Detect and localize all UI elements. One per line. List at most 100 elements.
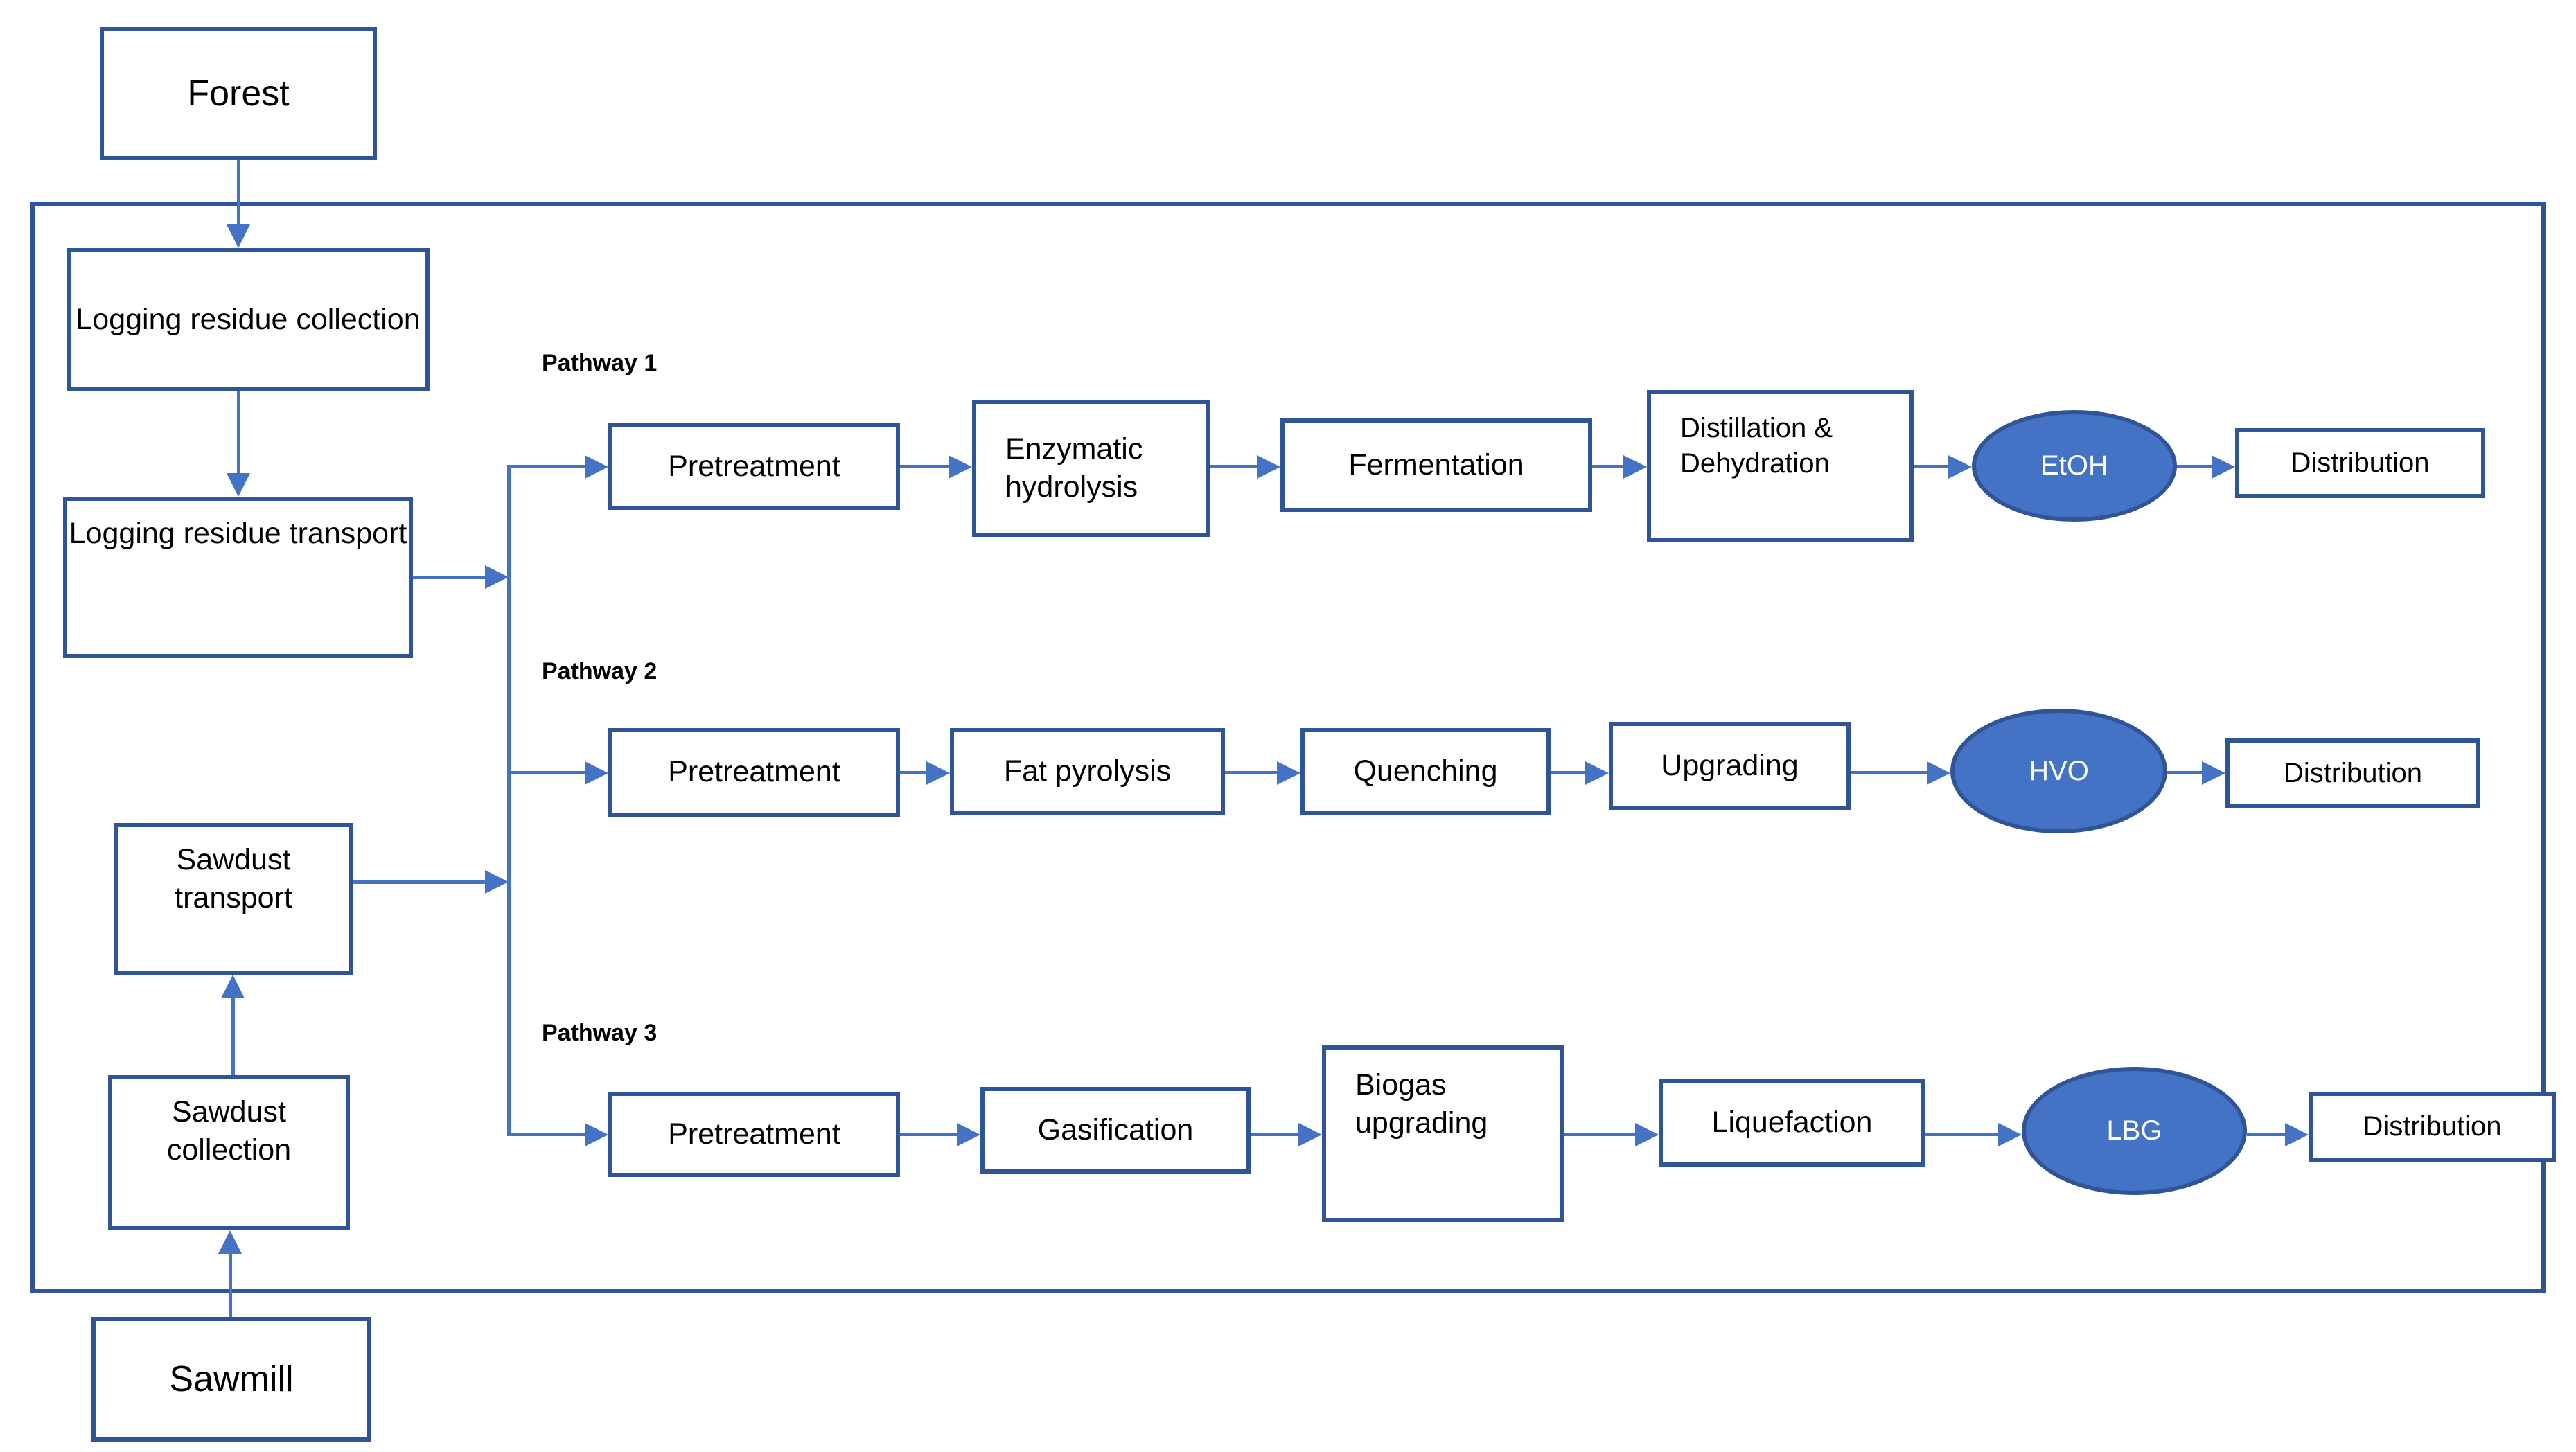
arrow-sawdust-collection-to-transport-line bbox=[231, 998, 235, 1075]
node-p2-pretreatment: Pretreatment bbox=[608, 728, 900, 817]
product-etoh-label: EtOH bbox=[2040, 450, 2108, 481]
node-logging-residue-transport: Logging residue transport bbox=[63, 497, 413, 658]
arrow-p1-4-line bbox=[1914, 465, 1948, 468]
node-sawdust-collection-label: Sawdust collection bbox=[166, 1095, 292, 1167]
arrow-p3-4-line bbox=[1925, 1133, 1998, 1136]
product-hvo-label: HVO bbox=[2029, 755, 2089, 786]
pathway1-label-text: Pathway 1 bbox=[542, 350, 658, 376]
system-boundary-rect bbox=[30, 202, 2546, 1293]
arrow-trunk-to-pathway2-line bbox=[507, 771, 585, 774]
node-p2-fat-pyrolysis-label: Fat pyrolysis bbox=[1003, 754, 1172, 788]
arrow-sawdust-collection-to-transport-head bbox=[221, 975, 245, 998]
node-logging-residue-transport-label: Logging residue transport bbox=[69, 517, 407, 550]
arrow-logging-transport-to-trunk-line bbox=[413, 576, 485, 579]
arrow-p1-2-line bbox=[1210, 465, 1257, 468]
pathway2-label-text: Pathway 2 bbox=[542, 658, 658, 684]
node-p1-distribution: Distribution bbox=[2235, 428, 2485, 498]
arrow-p3-1-head bbox=[957, 1123, 980, 1146]
arrow-p2-4-head bbox=[1927, 761, 1950, 785]
node-forest: Forest bbox=[100, 27, 377, 160]
node-p2-quenching: Quenching bbox=[1300, 728, 1551, 815]
arrow-p3-4-head bbox=[1998, 1123, 2022, 1146]
arrow-p2-4-line bbox=[1851, 771, 1927, 774]
node-p3-pretreatment: Pretreatment bbox=[608, 1092, 900, 1177]
arrow-p1-5-head bbox=[2212, 455, 2235, 479]
pathway2-label: Pathway 2 bbox=[542, 658, 657, 685]
arrow-sawmill-to-sawdust-collection-line bbox=[229, 1254, 232, 1317]
arrow-p2-5-line bbox=[2167, 771, 2202, 774]
node-p3-pretreatment-label: Pretreatment bbox=[668, 1117, 840, 1151]
arrow-p2-1-head bbox=[926, 761, 950, 785]
arrow-p2-5-head bbox=[2202, 761, 2225, 785]
product-hvo-ellipse: HVO bbox=[1950, 709, 2167, 833]
arrow-p1-1-head bbox=[949, 455, 972, 479]
product-etoh-ellipse: EtOH bbox=[1972, 410, 2177, 522]
node-p2-fat-pyrolysis: Fat pyrolysis bbox=[950, 728, 1225, 815]
node-p3-gasification: Gasification bbox=[980, 1087, 1251, 1174]
arrow-p1-2-head bbox=[1257, 455, 1280, 479]
arrow-p1-1-line bbox=[900, 465, 949, 468]
pathway1-label: Pathway 1 bbox=[542, 350, 657, 377]
node-sawmill-label: Sawmill bbox=[169, 1358, 294, 1399]
arrow-p3-1-line bbox=[900, 1133, 957, 1136]
node-p2-upgrading: Upgrading bbox=[1609, 722, 1851, 810]
arrow-logging-transport-to-trunk-head bbox=[485, 565, 509, 589]
arrow-p2-1-line bbox=[900, 771, 926, 774]
arrow-p3-3-line bbox=[1564, 1133, 1635, 1136]
arrow-p2-2-line bbox=[1225, 771, 1277, 774]
arrow-p1-3-line bbox=[1592, 465, 1623, 468]
node-sawdust-transport-label: Sawdust transport bbox=[175, 843, 292, 915]
node-p3-distribution: Distribution bbox=[2309, 1092, 2556, 1162]
arrow-trunk-to-pathway1-line bbox=[507, 465, 585, 468]
node-logging-residue-collection-label: Logging residue collection bbox=[76, 302, 421, 336]
node-p1-fermentation-label: Fermentation bbox=[1348, 448, 1524, 481]
node-p1-distillation-dehydration-label: Distillation & Dehydration bbox=[1680, 413, 1833, 479]
arrow-trunk-to-pathway3-head bbox=[585, 1123, 608, 1146]
arrow-p1-4-head bbox=[1948, 455, 1972, 479]
node-p3-biogas-upgrading: Biogas upgrading bbox=[1322, 1045, 1564, 1222]
node-p3-gasification-label: Gasification bbox=[1037, 1113, 1194, 1146]
node-p2-quenching-label: Quenching bbox=[1353, 754, 1498, 788]
node-p1-pretreatment-label: Pretreatment bbox=[668, 449, 840, 483]
trunk-branch-line bbox=[507, 465, 511, 1135]
arrow-p3-5-head bbox=[2285, 1123, 2309, 1146]
arrow-p2-3-head bbox=[1585, 761, 1609, 785]
node-forest-label: Forest bbox=[187, 73, 290, 114]
node-sawdust-collection: Sawdust collection bbox=[108, 1075, 350, 1230]
pathway3-label: Pathway 3 bbox=[542, 1020, 657, 1047]
arrow-trunk-to-pathway2-head bbox=[585, 761, 608, 785]
node-p2-upgrading-label: Upgrading bbox=[1661, 748, 1799, 782]
arrow-p3-5-line bbox=[2247, 1133, 2285, 1136]
arrow-forest-to-collection-line bbox=[237, 160, 240, 224]
arrow-collection-to-transport-line bbox=[237, 391, 240, 473]
node-sawdust-transport: Sawdust transport bbox=[114, 823, 353, 975]
arrow-sawdust-transport-to-trunk-line bbox=[353, 880, 485, 884]
arrow-p2-3-line bbox=[1551, 771, 1585, 774]
arrow-collection-to-transport-head bbox=[227, 473, 250, 497]
node-logging-residue-collection: Logging residue collection bbox=[67, 248, 430, 391]
product-lbg-ellipse: LBG bbox=[2022, 1067, 2247, 1195]
node-p1-pretreatment: Pretreatment bbox=[608, 423, 900, 510]
arrow-p2-2-head bbox=[1277, 761, 1300, 785]
arrow-sawmill-to-sawdust-collection-head bbox=[218, 1230, 242, 1254]
arrow-p1-5-line bbox=[2177, 465, 2212, 468]
node-p3-liquefaction-label: Liquefaction bbox=[1711, 1105, 1873, 1139]
arrow-p3-3-head bbox=[1635, 1123, 1659, 1146]
arrow-sawdust-transport-to-trunk-head bbox=[485, 870, 509, 894]
node-p3-distribution-label: Distribution bbox=[2363, 1110, 2502, 1142]
node-p3-biogas-upgrading-label: Biogas upgrading bbox=[1355, 1068, 1488, 1140]
node-p2-pretreatment-label: Pretreatment bbox=[668, 755, 840, 789]
arrow-trunk-to-pathway1-head bbox=[585, 455, 608, 479]
arrow-p1-3-head bbox=[1623, 455, 1647, 479]
arrow-trunk-to-pathway3-line bbox=[507, 1133, 585, 1136]
arrow-p3-2-line bbox=[1251, 1133, 1298, 1136]
node-p1-distillation-dehydration: Distillation & Dehydration bbox=[1647, 390, 1914, 542]
arrow-p3-2-head bbox=[1298, 1123, 1322, 1146]
arrow-forest-to-collection-head bbox=[227, 224, 250, 248]
pathway3-label-text: Pathway 3 bbox=[542, 1020, 658, 1046]
node-p1-enzymatic-hydrolysis-label: Enzymatic hydrolysis bbox=[1005, 432, 1143, 504]
node-p1-distribution-label: Distribution bbox=[2291, 447, 2430, 478]
node-sawmill: Sawmill bbox=[91, 1317, 371, 1442]
node-p1-enzymatic-hydrolysis: Enzymatic hydrolysis bbox=[972, 400, 1210, 537]
